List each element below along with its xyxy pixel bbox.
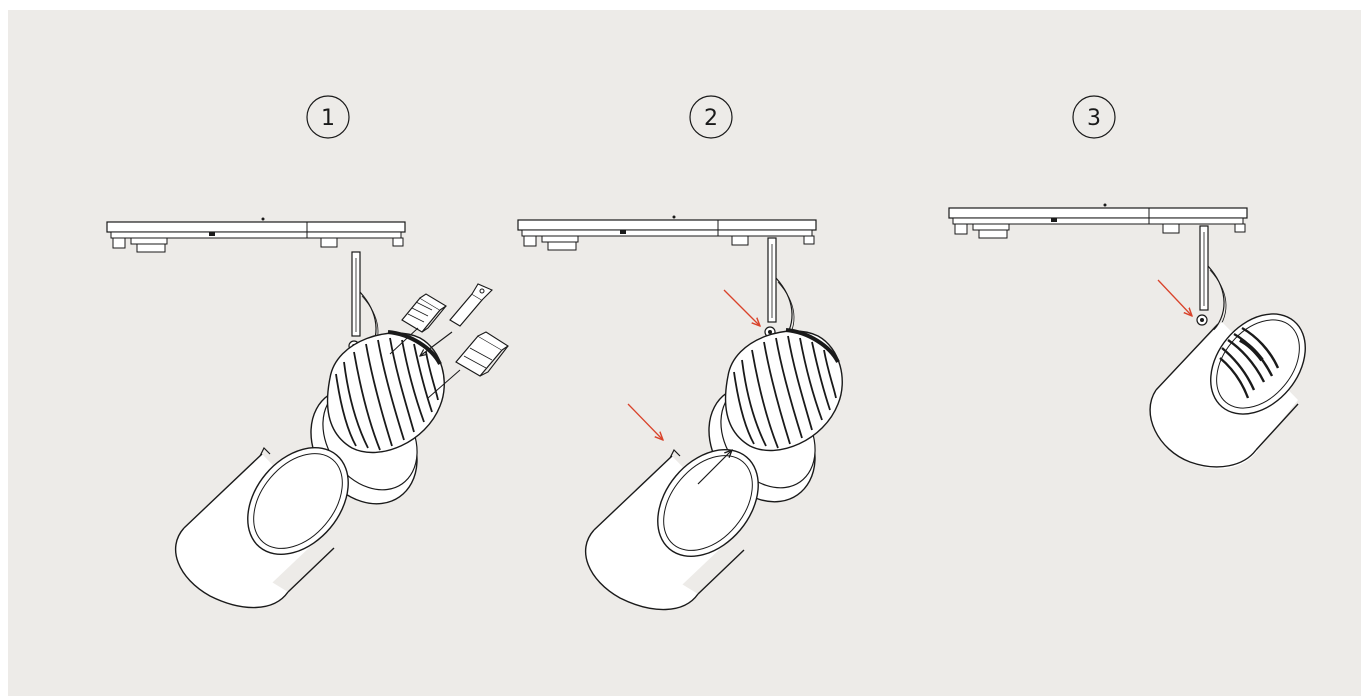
adapter-arm-icon bbox=[764, 237, 795, 345]
step-1-illustration bbox=[106, 216, 510, 609]
svg-text:2: 2 bbox=[704, 106, 718, 131]
leader-line bbox=[389, 327, 419, 355]
step-2-illustration bbox=[517, 214, 845, 611]
svg-text:1: 1 bbox=[321, 106, 335, 131]
svg-text:3: 3 bbox=[1087, 106, 1101, 131]
clip-accessory-icon bbox=[401, 293, 448, 333]
step-3-label: 3 bbox=[1072, 95, 1116, 139]
arrow-icon bbox=[723, 289, 760, 326]
clip-accessory-icon bbox=[455, 331, 510, 377]
arrow-icon bbox=[697, 450, 732, 485]
cylinder-shade-icon bbox=[1149, 313, 1306, 469]
assembly-diagram: 1 2 3 bbox=[106, 95, 1306, 611]
adapter-arm-icon bbox=[1196, 225, 1227, 333]
track-rail-icon bbox=[106, 216, 406, 253]
arrow-icon bbox=[1157, 279, 1192, 316]
arrow-icon bbox=[627, 403, 663, 440]
step-3-illustration bbox=[948, 202, 1306, 469]
step-2-label: 2 bbox=[689, 95, 733, 139]
instruction-panel: 1 2 3 bbox=[8, 10, 1361, 696]
step-1-label: 1 bbox=[306, 95, 350, 139]
clip-accessory-icon bbox=[449, 283, 493, 327]
arrow-icon bbox=[420, 331, 453, 356]
leader-line bbox=[427, 369, 461, 399]
